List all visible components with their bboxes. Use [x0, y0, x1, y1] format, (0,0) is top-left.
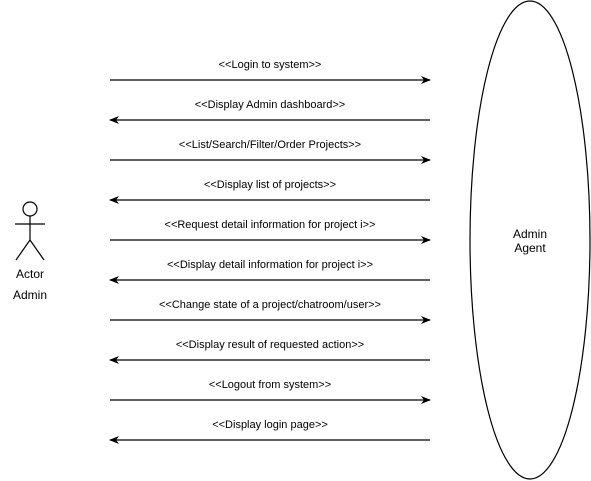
message-label: <<Display Admin dashboard>> [195, 99, 345, 111]
admin-agent-ellipse [469, 0, 591, 480]
message-label: <<List/Search/Filter/Order Projects>> [179, 139, 361, 151]
agent-label: Admin [513, 227, 547, 241]
message-label: <<Display detail information for project… [167, 259, 373, 271]
agent-role-label: Agent [514, 241, 546, 255]
actor-label: Actor [16, 267, 44, 281]
message-label: <<Request detail information for project… [165, 219, 376, 231]
message-label: <<Display result of requested action>> [176, 339, 364, 351]
actor-figure [15, 201, 45, 261]
message-label: <<Display list of projects>> [204, 179, 336, 191]
actor-role-label: Admin [13, 288, 47, 302]
actor-left-leg [15, 239, 31, 261]
actor-right-leg [29, 239, 45, 261]
message-label: <<Logout from system>> [209, 379, 331, 391]
message-label: <<Change state of a project/chatroom/use… [159, 299, 381, 311]
actor-head [22, 201, 38, 217]
message-list: <<Login to system>> <<Display Admin dashb… [109, 59, 431, 444]
message-label: <<Login to system>> [219, 59, 322, 71]
message-label: <<Display login page>> [212, 419, 328, 431]
